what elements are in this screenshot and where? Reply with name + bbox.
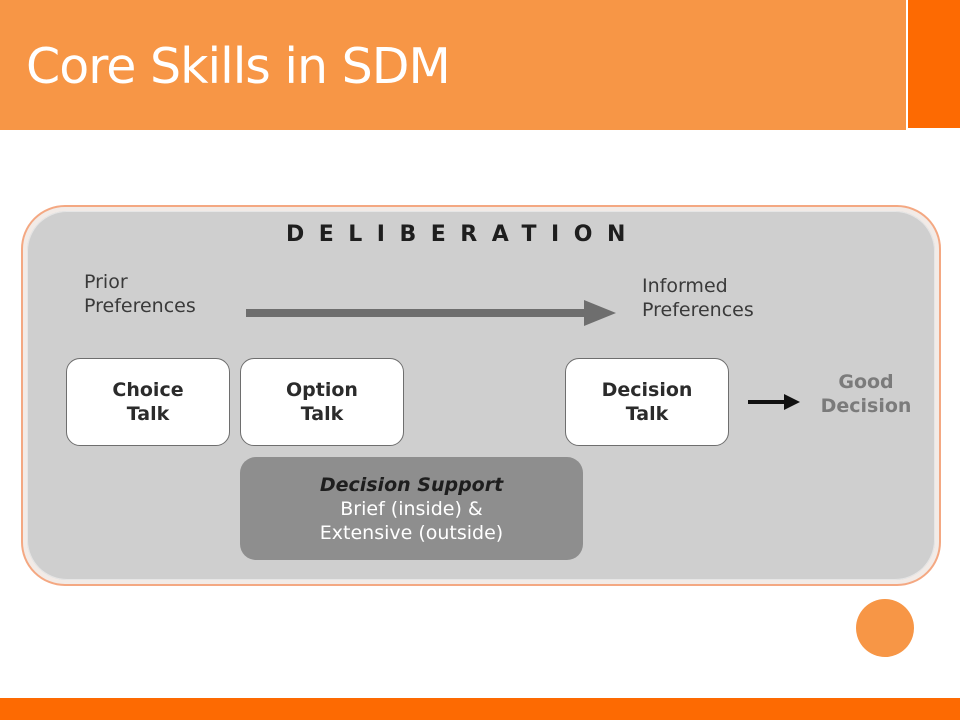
decorative-circle bbox=[856, 599, 914, 657]
option-talk-line-1: Option bbox=[286, 379, 358, 401]
decision-talk-line-1: Decision bbox=[601, 379, 693, 401]
informed-preferences-line-1: Informed bbox=[642, 275, 728, 297]
decision-support-title: Decision Support bbox=[319, 473, 504, 496]
long-arrow-icon bbox=[246, 300, 616, 326]
decision-talk-line-2: Talk bbox=[625, 403, 669, 425]
prior-preferences-line-1: Prior bbox=[84, 271, 128, 293]
short-arrow-icon bbox=[748, 394, 800, 410]
prior-preferences-label: Prior Preferences bbox=[84, 270, 196, 318]
decision-support-line-1: Brief (inside) & bbox=[340, 497, 483, 520]
informed-preferences-label: Informed Preferences bbox=[642, 274, 754, 322]
decision-support-box: Decision Support Brief (inside) & Extens… bbox=[240, 457, 583, 560]
prior-preferences-line-2: Preferences bbox=[84, 295, 196, 317]
footer-bar bbox=[0, 698, 960, 720]
good-decision-line-2: Decision bbox=[820, 395, 912, 417]
option-talk-line-2: Talk bbox=[300, 403, 344, 425]
good-decision-label: Good Decision bbox=[808, 370, 924, 418]
header-bar bbox=[0, 0, 906, 130]
good-decision-line-1: Good bbox=[838, 371, 894, 393]
decision-support-line-2: Extensive (outside) bbox=[319, 521, 504, 544]
decision-talk-box: Decision Talk bbox=[565, 358, 729, 446]
header-accent-block bbox=[908, 0, 960, 128]
choice-talk-box: Choice Talk bbox=[66, 358, 230, 446]
option-talk-box: Option Talk bbox=[240, 358, 404, 446]
informed-preferences-line-2: Preferences bbox=[642, 299, 754, 321]
choice-talk-line-2: Talk bbox=[126, 403, 170, 425]
deliberation-diagram bbox=[21, 205, 941, 586]
deliberation-heading: DELIBERATION bbox=[286, 222, 640, 247]
choice-talk-line-1: Choice bbox=[112, 379, 184, 401]
slide-title: Core Skills in SDM bbox=[26, 38, 451, 95]
